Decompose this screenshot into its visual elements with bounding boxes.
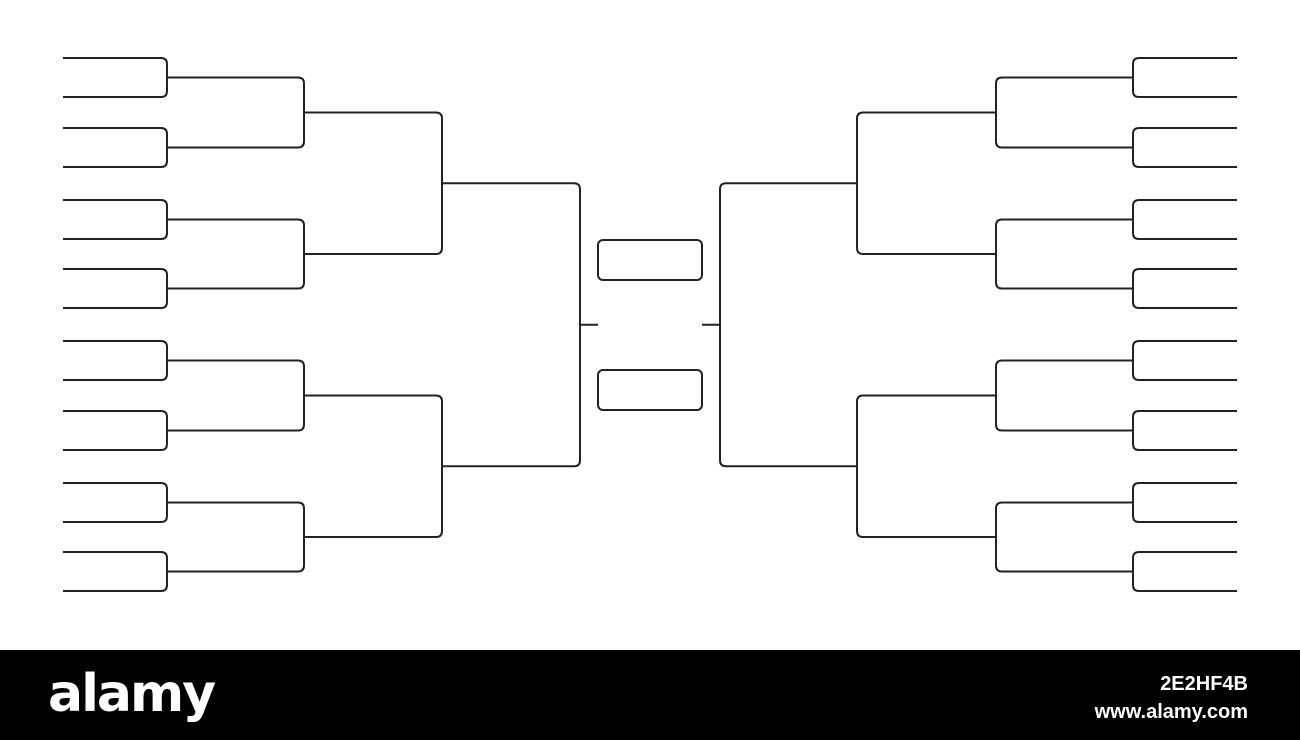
left-r1-slot-5 [63,340,168,381]
right-r2-slot-1 [995,76,1133,149]
right-r1-slot-3 [1132,199,1237,240]
champion-box [597,239,703,281]
right-r2-slot-2 [995,218,1133,290]
right-r3-slot-2 [856,394,996,538]
left-r1-slot-8 [63,551,168,592]
bracket-right-half [702,57,1237,592]
left-r1-slot-1 [63,57,168,98]
bracket-finals [597,239,703,411]
tournament-bracket [63,57,1237,592]
left-r2-slot-4 [167,501,305,573]
left-r2-slot-3 [167,359,305,432]
left-r3-slot-2 [304,394,443,538]
right-r1-slot-8 [1132,551,1237,592]
left-r1-slot-6 [63,410,168,451]
left-r1-slot-3 [63,199,168,240]
brand-logo: alamy [48,664,216,724]
image-id-label: 2E2HF4B [1160,673,1248,695]
right-r1-slot-6 [1132,410,1237,451]
bracket-left-half [63,57,598,592]
right-r1-slot-1 [1132,57,1237,98]
left-r2-slot-2 [167,218,305,290]
left-r1-slot-4 [63,268,168,309]
right-r1-slot-4 [1132,268,1237,309]
right-r2-slot-3 [995,359,1133,432]
left-r3-slot-1 [304,111,443,255]
right-r1-slot-5 [1132,340,1237,381]
left-r1-slot-7 [63,482,168,523]
left-r1-slot-2 [63,127,168,168]
right-semi-slot [719,182,857,468]
site-url-label: www.alamy.com [1094,701,1248,723]
finalist-box [597,369,703,411]
left-r2-slot-1 [167,76,305,149]
watermark-bar: alamy 2E2HF4B www.alamy.com [0,650,1300,740]
right-r1-slot-7 [1132,482,1237,523]
left-semi-slot [442,182,581,468]
right-r1-slot-2 [1132,127,1237,168]
right-r2-slot-4 [995,501,1133,573]
right-r3-slot-1 [856,111,996,255]
